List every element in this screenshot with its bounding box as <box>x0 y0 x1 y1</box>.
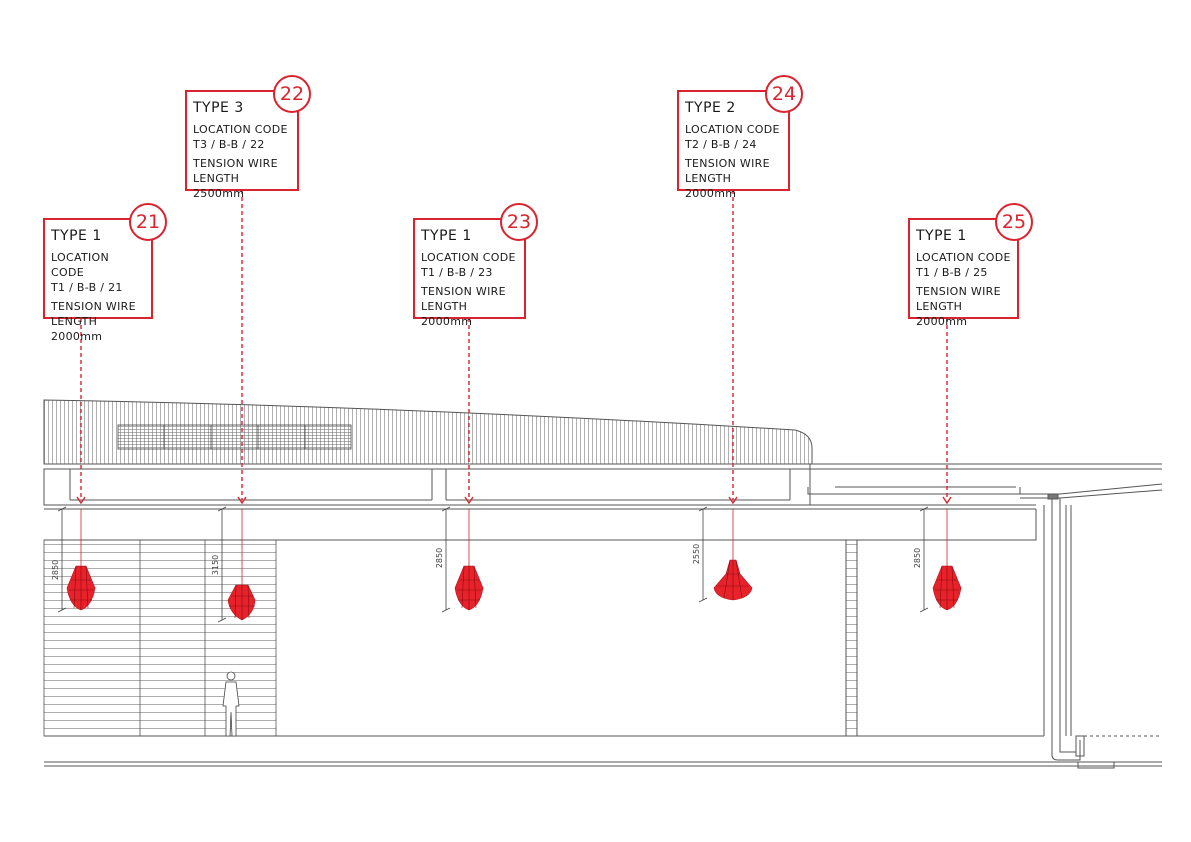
tag-location-code: T2 / B-B / 24 <box>685 138 757 151</box>
roof-vent <box>117 424 352 450</box>
pendant-24 <box>713 559 753 601</box>
callout-number-21: 21 <box>129 203 167 241</box>
tag-wire-length: LENGTH 2000mm <box>51 315 103 343</box>
structure <box>43 463 1163 541</box>
dimension-label-25: 2850 <box>913 548 922 568</box>
tag-wire-label: TENSION WIRE <box>193 157 278 170</box>
tag-location-label: LOCATION CODE <box>685 123 780 136</box>
callout-tag-24: TYPE 2 LOCATION CODE T2 / B-B / 24 TENSI… <box>677 90 790 200</box>
tag-wire-label: TENSION WIRE <box>421 285 506 298</box>
pendant-25 <box>932 565 962 611</box>
tag-location-label: LOCATION CODE <box>51 251 109 279</box>
tag-location-label: LOCATION CODE <box>193 123 288 136</box>
leader-lines <box>80 190 948 500</box>
callout-tag-23: TYPE 1 LOCATION CODE T1 / B-B / 23 TENSI… <box>413 218 526 328</box>
pendant-23 <box>454 565 484 611</box>
tag-location-code: T1 / B-B / 23 <box>421 266 493 279</box>
callout-number-25: 25 <box>995 203 1033 241</box>
leader-arrows <box>76 496 952 505</box>
tag-type: TYPE 3 <box>193 100 244 116</box>
tag-type: TYPE 1 <box>421 228 472 244</box>
tag-type: TYPE 1 <box>51 228 102 244</box>
dimension-label-24: 2550 <box>692 544 701 564</box>
tension-wires <box>80 509 948 585</box>
tag-type: TYPE 2 <box>685 100 736 116</box>
callout-tag-25: TYPE 1 LOCATION CODE T1 / B-B / 25 TENSI… <box>908 218 1019 328</box>
tag-location-code: T3 / B-B / 22 <box>193 138 265 151</box>
tag-wire-length: LENGTH 2500mm <box>193 172 245 200</box>
pendant-21 <box>66 565 96 611</box>
dimension-labels: 2850 3150 2850 2550 2850 <box>51 544 922 580</box>
tag-wire-length: LENGTH 2000mm <box>421 300 473 328</box>
tag-location-label: LOCATION CODE <box>421 251 516 264</box>
callout-number-24: 24 <box>765 75 803 113</box>
tag-wire-length: LENGTH 2000mm <box>685 172 737 200</box>
callout-number-23: 23 <box>500 203 538 241</box>
tag-wire-label: TENSION WIRE <box>685 157 770 170</box>
dimension-lines <box>57 506 929 623</box>
ground <box>44 735 1162 767</box>
callout-tag-22: TYPE 3 LOCATION CODE T3 / B-B / 22 TENSI… <box>185 90 299 200</box>
tag-wire-label: TENSION WIRE <box>916 285 1001 298</box>
dimension-label-22: 3150 <box>211 555 220 575</box>
tag-location-label: LOCATION CODE <box>916 251 1011 264</box>
tag-type: TYPE 1 <box>916 228 967 244</box>
pendant-22 <box>227 584 256 621</box>
tag-wire-label: TENSION WIRE <box>51 300 136 313</box>
tag-location-code: T1 / B-B / 25 <box>916 266 988 279</box>
tag-location-code: T1 / B-B / 21 <box>51 281 123 294</box>
roof <box>43 399 813 465</box>
dimension-label-23: 2850 <box>435 548 444 568</box>
walls <box>845 493 1162 769</box>
tag-wire-length: LENGTH 2000mm <box>916 300 968 328</box>
dimension-label-21: 2850 <box>51 560 60 580</box>
person-figure <box>222 671 240 737</box>
callout-number-22: 22 <box>273 75 311 113</box>
